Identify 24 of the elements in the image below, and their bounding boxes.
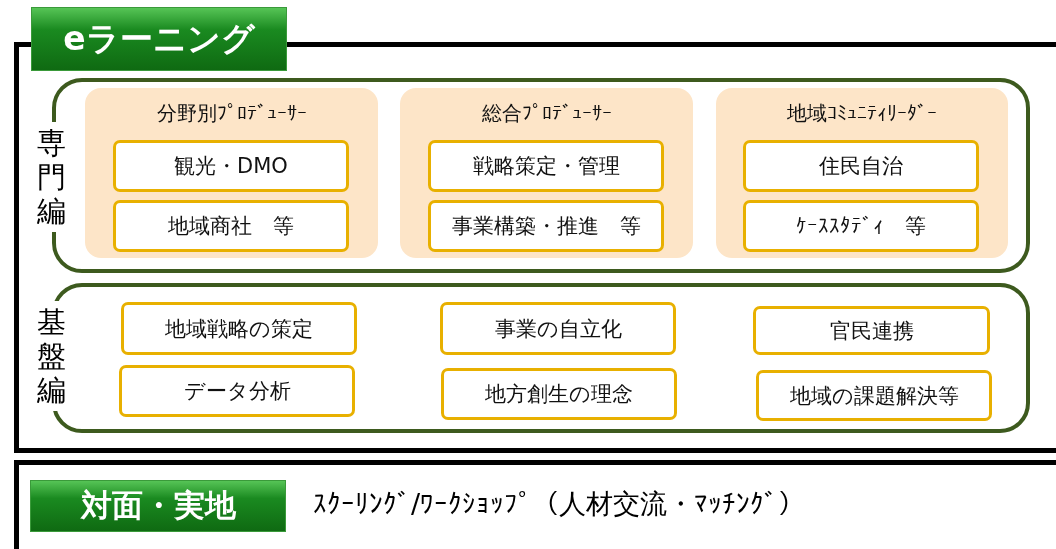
- group-panel: [85, 88, 378, 258]
- title-banner: 対面・実地: [30, 480, 286, 532]
- group-heading: 地域ｺﾐｭﾆﾃｨﾘｰﾀﾞｰ: [786, 100, 938, 127]
- topic-box: データ分析: [119, 365, 355, 417]
- title-banner: eラーニング: [31, 7, 287, 71]
- topic-box: ｹｰｽｽﾀﾃﾞｨ 等: [743, 200, 979, 252]
- group-panel: [716, 88, 1008, 258]
- topic-box: 官民連携: [753, 306, 990, 355]
- topic-box: 住民自治: [743, 140, 979, 192]
- topic-box: 地域の課題解決等: [756, 370, 992, 421]
- topic-box: 地域戦略の策定: [121, 302, 357, 355]
- topic-box: 事業構築・推進 等: [428, 200, 664, 252]
- group-panel: [400, 88, 693, 258]
- topic-box: 事業の自立化: [440, 302, 676, 355]
- topic-box: 戦略策定・管理: [428, 140, 664, 192]
- group-heading: 分野別ﾌﾟﾛﾃﾞｭｰｻｰ: [155, 100, 308, 127]
- topic-box: 地域商社 等: [113, 200, 349, 252]
- topic-box: 観光・DMO: [113, 140, 349, 192]
- topic-box: 地方創生の理念: [441, 368, 677, 420]
- description-text: ｽｸｰﾘﾝｸﾞ/ﾜｰｸｼｮｯﾌﾟ（人材交流・ﾏｯﾁﾝｸﾞ）: [313, 487, 806, 521]
- section-frame: [14, 460, 1056, 549]
- group-heading: 総合ﾌﾟﾛﾃﾞｭｰｻｰ: [480, 100, 613, 127]
- vertical-label: 基盤編: [36, 301, 66, 411]
- vertical-label: 専門編: [36, 122, 66, 232]
